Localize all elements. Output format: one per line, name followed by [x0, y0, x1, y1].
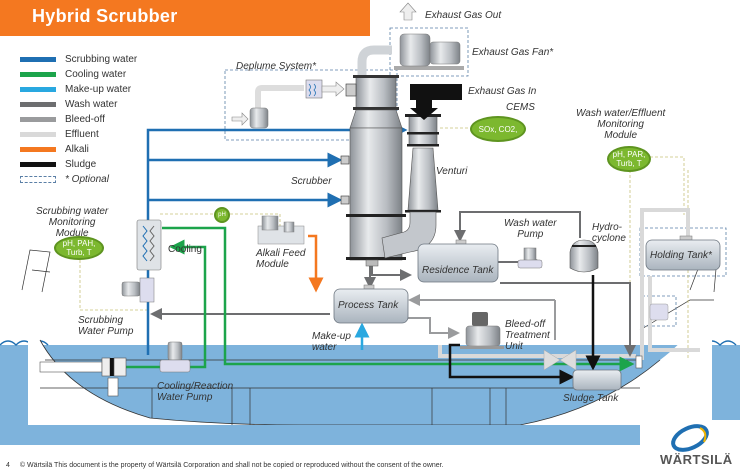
legend-swatch	[20, 87, 56, 92]
legend-swatch	[20, 176, 56, 183]
exhaust-gas-in-label: Exhaust Gas In	[468, 86, 537, 97]
hydrocyclone-label: Hydro- cyclone	[592, 222, 626, 244]
exhaust-gas-out-label: Exhaust Gas Out	[425, 10, 502, 21]
process-tank	[333, 284, 409, 324]
alkali-feed-module	[257, 215, 305, 245]
legend-item: Alkali	[20, 142, 137, 157]
cooling-reaction-pump	[159, 341, 191, 373]
wartsila-logo-mark	[671, 424, 709, 452]
legend-swatch	[20, 72, 56, 77]
sludge-tank	[572, 369, 622, 391]
deplume-system-label: Deplume System*	[236, 61, 317, 72]
makeup-water-label: Make-up water	[312, 331, 351, 353]
holding-tank-box	[639, 227, 727, 277]
exhaust-gas-fan	[394, 33, 464, 70]
residence-tank	[417, 239, 499, 283]
legend-item: * Optional	[20, 172, 137, 187]
wartsila-logo-text: WÄRTSILÄ	[660, 452, 733, 467]
valve	[543, 349, 577, 371]
hydrocyclone	[569, 239, 599, 273]
heat-exchanger	[136, 219, 162, 271]
legend-item: Effluent	[20, 127, 137, 142]
legend-item: Sludge	[20, 157, 137, 172]
cooling-reaction-pump-label: Cooling/Reaction Water Pump	[157, 381, 234, 403]
wash-water-lines	[150, 211, 636, 357]
scrubbing-water-pump-label: Scrubbing Water Pump	[78, 315, 134, 337]
wash-monitor-badge: pH, PAR, Turb, T	[607, 146, 651, 172]
overboard-outlet	[635, 355, 643, 369]
optional-discharge-pump	[649, 303, 669, 321]
alkali-line	[308, 234, 324, 293]
copyright-notice: © Wärtsilä This document is the property…	[19, 462, 444, 469]
cooling-label: Cooling	[168, 244, 202, 255]
ph-sensor-badge: pH	[214, 207, 230, 223]
legend-label: Sludge	[65, 159, 97, 170]
sludge-lines	[448, 275, 601, 385]
legend-swatch	[20, 117, 56, 122]
legend-item: Wash water	[20, 97, 137, 112]
cems-badge: SOx, CO2,	[470, 116, 526, 142]
legend-swatch	[20, 132, 56, 137]
wash-water-pump	[517, 247, 543, 269]
sludge-tank-label: Sludge Tank	[563, 393, 619, 404]
scrubbing-water-pump	[121, 277, 155, 303]
process-tank-label: Process Tank	[338, 300, 399, 311]
bleed-off-treatment-unit	[460, 312, 504, 349]
holding-tank-label: Holding Tank*	[650, 250, 712, 261]
legend-label: Cooling water	[65, 69, 127, 80]
title-bar: Hybrid Scrubber	[0, 0, 370, 36]
scrubbing-monitoring-module-label: Scrubbing water Monitoring Module	[36, 206, 109, 239]
bleed-off-lines	[408, 294, 556, 340]
legend-label: Scrubbing water	[65, 54, 138, 65]
legend-label: Make-up water	[65, 84, 132, 95]
legend-swatch	[20, 147, 56, 152]
deplume-system-box	[224, 69, 398, 141]
residence-tank-label: Residence Tank	[422, 265, 494, 276]
alkali-feed-module-label: Alkali Feed Module	[256, 248, 306, 270]
scrubber-tower	[340, 45, 406, 267]
legend-item: Bleed-off	[20, 112, 137, 127]
cems-label: CEMS	[506, 102, 535, 113]
legend-label: Effluent	[65, 129, 99, 140]
scrub-monitor-badge: pH, PAH, Turb, T	[54, 236, 104, 260]
legend-label: Alkali	[65, 144, 89, 155]
legend-swatch	[20, 162, 56, 167]
exhaust-gas-fan-label: Exhaust Gas Fan*	[472, 47, 554, 58]
legend-label: Bleed-off	[65, 114, 105, 125]
venturi-label: Venturi	[436, 166, 468, 177]
scrubber-label: Scrubber	[291, 176, 332, 187]
exhaust-gas-in-arrow	[410, 84, 462, 120]
legend-item: Make-up water	[20, 82, 137, 97]
legend-item: Scrubbing water	[20, 52, 137, 67]
legend-label: Wash water	[65, 99, 118, 110]
deplume-equipment	[231, 79, 345, 129]
legend-label: * Optional	[65, 174, 109, 185]
page-number: 4	[6, 462, 10, 469]
exhaust-gas-out-arrow	[399, 2, 417, 21]
sea-chest	[39, 357, 127, 397]
legend-swatch	[20, 57, 56, 62]
bleed-off-treatment-unit-label: Bleed-off Treatment Unit	[505, 319, 550, 352]
wash-water-pump-label: Wash water Pump	[504, 218, 557, 240]
legend-swatch	[20, 102, 56, 107]
wash-monitoring-module-label: Wash water/Effluent Monitoring Module	[576, 108, 666, 141]
legend-item: Cooling water	[20, 67, 137, 82]
footer: 4 © Wärtsilä This document is the proper…	[6, 462, 444, 469]
page-title: Hybrid Scrubber	[32, 6, 178, 26]
holding-tank	[645, 235, 721, 271]
